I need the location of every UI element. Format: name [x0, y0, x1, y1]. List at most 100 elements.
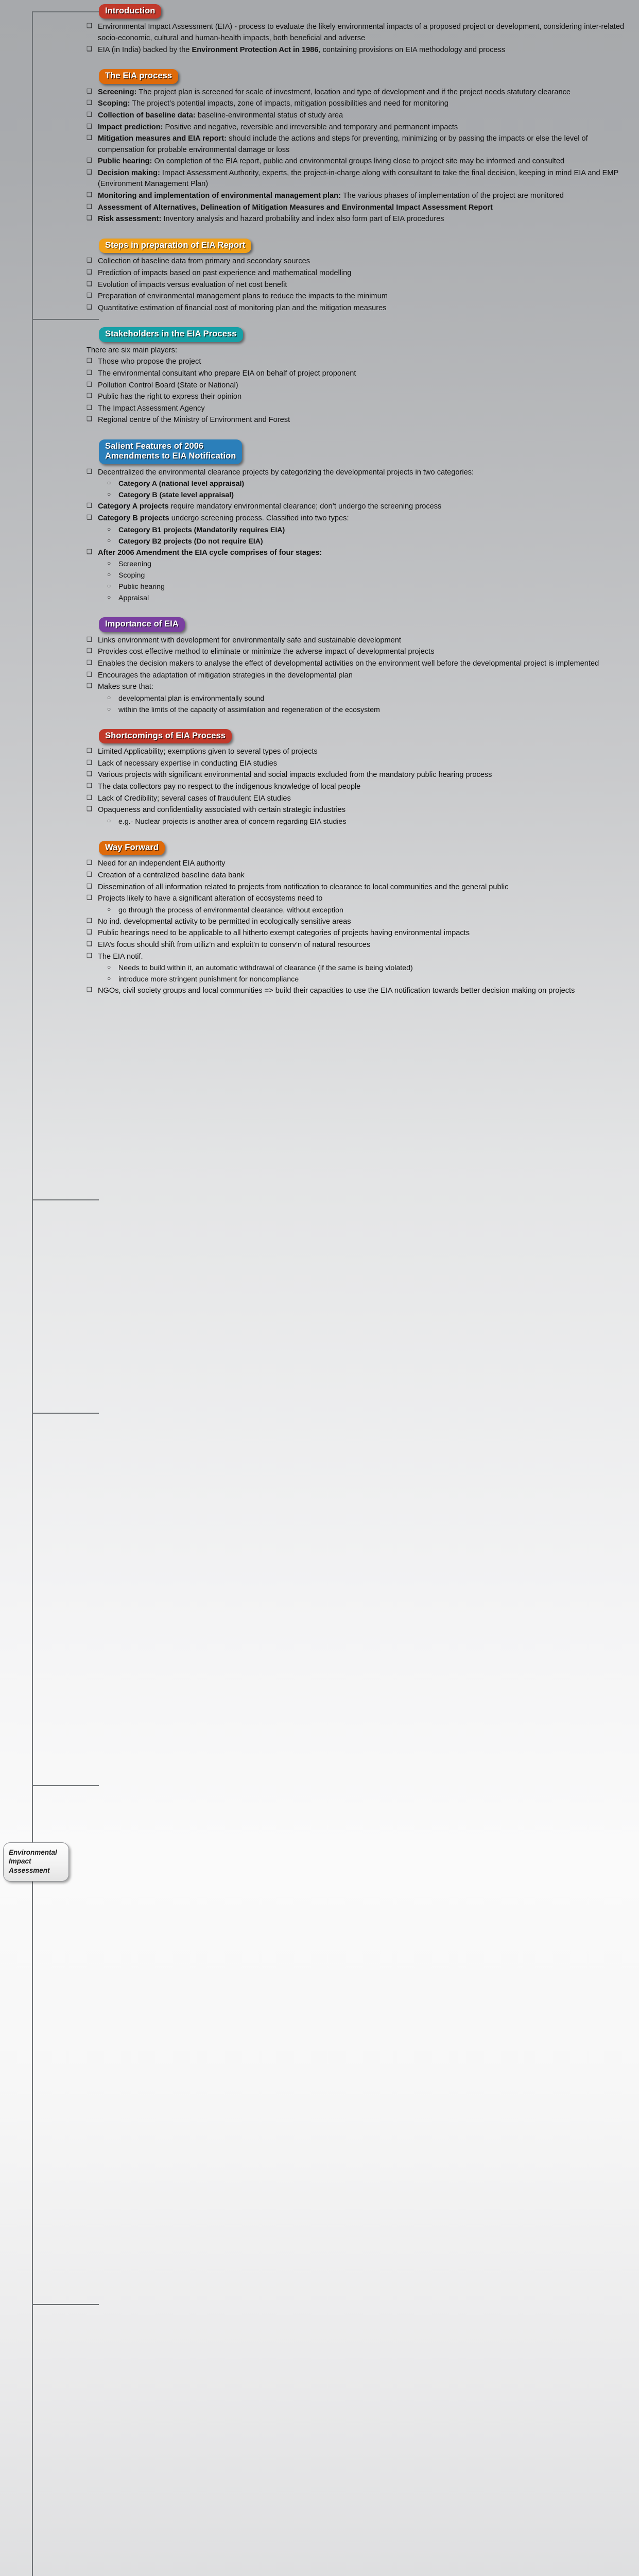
bullet-item: Public hearing: On completion of the EIA…	[73, 156, 635, 167]
bullet-text: Public hearings need to be applicable to…	[98, 929, 470, 937]
bullet-text: The Impact Assessment Agency	[98, 404, 205, 413]
bullet-item: Impact prediction: Positive and negative…	[73, 122, 635, 133]
bullet-text: Limited Applicability; exemptions given …	[98, 748, 318, 756]
bullet-plain-text: Those who propose the project	[98, 358, 201, 366]
bullet-item: Decentralized the environmental clearanc…	[73, 467, 635, 501]
bullet-text: Risk assessment: Inventory analysis and …	[98, 215, 444, 223]
sub-bullet-item: Screening	[98, 559, 635, 570]
section-eia-process: The EIA processScreening: The project pl…	[73, 69, 635, 225]
bullet-tail-text: Inventory analysis and hazard probabilit…	[161, 215, 444, 224]
sub-bullet-item: e.g.- Nuclear projects is another area o…	[98, 817, 635, 827]
section-header-eia-process[interactable]: The EIA process	[99, 69, 179, 84]
bullet-text: Environmental Impact Assessment (EIA) - …	[98, 23, 624, 42]
section-header-stakeholders[interactable]: Stakeholders in the EIA Process	[99, 327, 243, 342]
bullet-plain-text: Lack of Credibility; several cases of fr…	[98, 794, 291, 803]
bullet-text: Impact prediction: Positive and negative…	[98, 123, 458, 131]
bullet-item: The Impact Assessment Agency	[73, 403, 635, 415]
section-intro-text: There are six main players:	[87, 346, 178, 354]
bullet-text: Screening	[118, 560, 151, 568]
connector-stakeholders	[32, 1413, 99, 1414]
bullet-plain-text: Encourages the adaptation of mitigation …	[98, 671, 353, 680]
bullet-text: Decentralized the environmental clearanc…	[98, 468, 474, 477]
bullet-plain-text: Appraisal	[118, 594, 149, 603]
bullet-text: The EIA notif.	[98, 953, 143, 961]
sub-bullet-item: Category B2 projects (Do not require EIA…	[98, 536, 635, 547]
section-header-way-forward[interactable]: Way Forward	[99, 840, 165, 856]
section-header-shortcomings[interactable]: Shortcomings of EIA Process	[99, 728, 232, 744]
section-header-steps[interactable]: Steps in preparation of EIA Report	[99, 238, 252, 253]
bullet-plain-text: Quantitative estimation of financial cos…	[98, 303, 387, 312]
bullet-list: Screening: The project plan is screened …	[73, 87, 635, 225]
sub-bullet-item: Category B1 projects (Mandatorily requir…	[98, 525, 635, 536]
bullet-text: Encourages the adaptation of mitigation …	[98, 671, 353, 680]
bullet-plain-text: The Impact Assessment Agency	[98, 404, 205, 413]
sub-bullet-item: go through the process of environmental …	[98, 905, 635, 916]
section-header-introduction[interactable]: Introduction	[99, 4, 162, 19]
sub-bullet-list: Category A (national level appraisal)Cat…	[98, 479, 635, 501]
sub-bullet-item: Appraisal	[98, 593, 635, 604]
bullet-text: Opaqueness and confidentiality associate…	[98, 806, 346, 814]
bullet-item: Pollution Control Board (State or Nation…	[73, 380, 635, 392]
bullet-text: Pollution Control Board (State or Nation…	[98, 381, 238, 389]
bullet-text: NGOs, civil society groups and local com…	[98, 987, 575, 995]
sub-bullet-item: Category A (national level appraisal)	[98, 479, 635, 489]
bullet-item: Makes sure that:developmental plan is en…	[73, 681, 635, 716]
bullet-text: Assessment of Alternatives, Delineation …	[98, 204, 493, 212]
bullet-item: Those who propose the project	[73, 356, 635, 368]
bullet-bold-text: Environment Protection Act in 1986	[192, 45, 319, 54]
bullet-item: EIA’s focus should shift from utiliz’n a…	[73, 939, 635, 951]
bullet-text: After 2006 Amendment the EIA cycle compr…	[98, 549, 322, 557]
bullet-item: Regional centre of the Ministry of Envir…	[73, 414, 635, 426]
bullet-bold-lead: Monitoring and implementation of environ…	[98, 192, 341, 200]
bullet-item: Links environment with development for e…	[73, 635, 635, 647]
bullet-text: Collection of baseline data from primary…	[98, 257, 310, 265]
bullet-plain-text: EIA’s focus should shift from utiliz’n a…	[98, 940, 371, 949]
bullet-bold-lead: Impact prediction:	[98, 123, 163, 131]
bullet-item: Enables the decision makers to analyse t…	[73, 658, 635, 670]
trunk-line	[32, 11, 33, 2576]
bullet-bold-lead: Risk assessment:	[98, 215, 162, 224]
bullet-text: The environmental consultant who prepare…	[98, 369, 356, 378]
bullet-plain-text: within the limits of the capacity of ass…	[118, 705, 380, 714]
bullet-item: After 2006 Amendment the EIA cycle compr…	[73, 547, 635, 604]
bullet-item: Decision making: Impact Assessment Autho…	[73, 167, 635, 190]
bullet-text: Enables the decision makers to analyse t…	[98, 659, 599, 668]
bullet-list: Limited Applicability; exemptions given …	[73, 746, 635, 827]
bullet-text: EIA’s focus should shift from utiliz’n a…	[98, 941, 370, 949]
bullet-tail-text: require mandatory environmental clearanc…	[168, 502, 442, 511]
bullet-item: Evolution of impacts versus evaluation o…	[73, 279, 635, 291]
section-introduction: IntroductionEnvironmental Impact Assessm…	[73, 4, 635, 56]
bullet-plain-text: Dissemination of all information related…	[98, 883, 509, 891]
bullet-text: Regional centre of the Ministry of Envir…	[98, 416, 290, 424]
bullet-text: Scoping: The project’s potential impacts…	[98, 99, 448, 108]
bullet-bold-lead: Mitigation measures and EIA report:	[98, 134, 227, 143]
bullet-item: Creation of a centralized baseline data …	[73, 870, 635, 882]
bullet-text: Various projects with significant enviro…	[98, 771, 492, 779]
bullet-plain-text: Public hearing	[118, 583, 165, 591]
bullet-list: Collection of baseline data from primary…	[73, 256, 635, 314]
bullet-list: Those who propose the projectThe environ…	[73, 356, 635, 426]
bullet-item: Environmental Impact Assessment (EIA) - …	[73, 21, 635, 44]
section-header-salient[interactable]: Salient Features of 2006 Amendments to E…	[99, 439, 243, 464]
bullet-plain-text: No ind. developmental activity to be per…	[98, 917, 351, 926]
bullet-item: No ind. developmental activity to be per…	[73, 916, 635, 928]
bullet-text: Screening: The project plan is screened …	[98, 88, 571, 96]
bullet-text: Mitigation measures and EIA report: shou…	[98, 134, 588, 154]
sub-bullet-item: within the limits of the capacity of ass…	[98, 705, 635, 716]
bullet-text: e.g.- Nuclear projects is another area o…	[118, 818, 346, 826]
bullet-tail-text: The project’s potential impacts, zone of…	[130, 99, 448, 108]
bullet-plain-text: Prediction of impacts based on past expe…	[98, 268, 352, 277]
bullet-item: EIA (in India) backed by the Environment…	[73, 44, 635, 56]
bullet-plain-text: Scoping	[118, 571, 145, 580]
bullet-item: Mitigation measures and EIA report: shou…	[73, 133, 635, 156]
bullet-item: Preparation of environmental management …	[73, 291, 635, 302]
root-node[interactable]: Environmental Impact Assessment	[3, 1842, 69, 1882]
section-shortcomings: Shortcomings of EIA ProcessLimited Appli…	[73, 728, 635, 827]
bullet-item: Assessment of Alternatives, Delineation …	[73, 202, 635, 214]
bullet-plain-text: The data collectors pay no respect to th…	[98, 783, 361, 791]
bullet-plain-text: Various projects with significant enviro…	[98, 771, 492, 779]
bullet-item: Lack of Credibility; several cases of fr…	[73, 793, 635, 805]
section-header-importance[interactable]: Importance of EIA	[99, 617, 185, 632]
bullet-text: Need for an independent EIA authority	[98, 859, 225, 868]
sub-bullet-list: developmental plan is environmentally so…	[98, 693, 635, 716]
